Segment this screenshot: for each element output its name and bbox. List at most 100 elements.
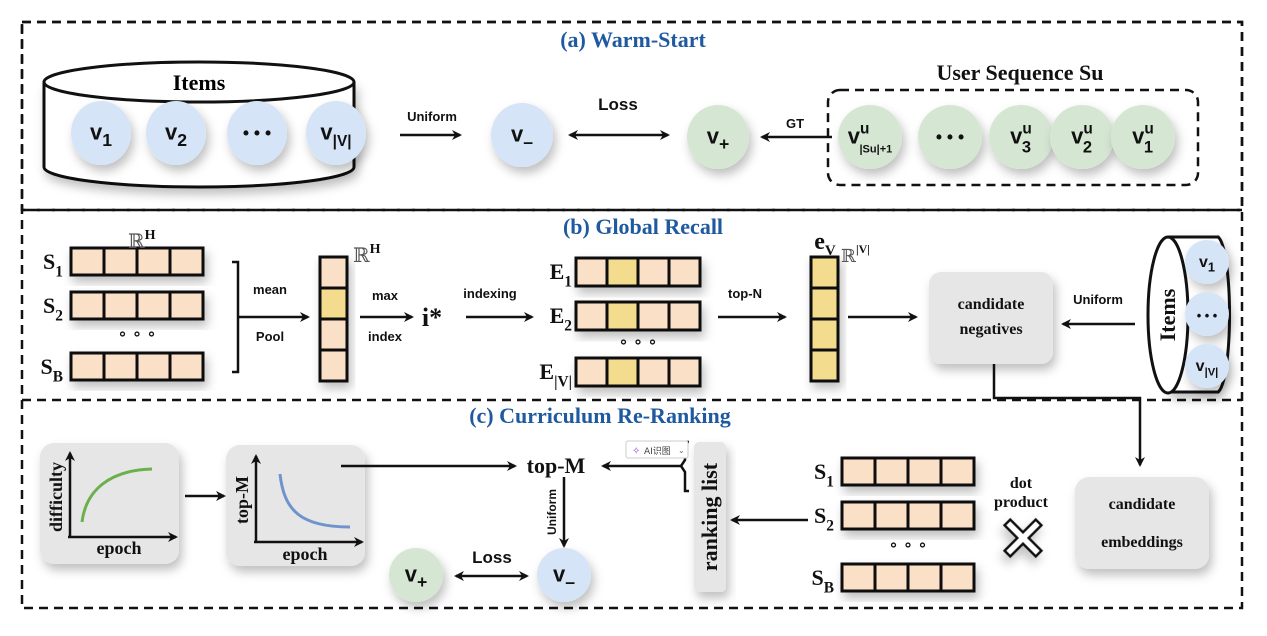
item-embedding-row bbox=[574, 256, 702, 288]
uniform-label-a: Uniform bbox=[407, 109, 457, 124]
item-node-label: v2 bbox=[165, 120, 187, 151]
sequence-row-label: S2 bbox=[43, 293, 63, 325]
rerank-sequence-row-cell bbox=[906, 500, 943, 531]
rerank-row-label: S1 bbox=[814, 459, 834, 491]
sequence-embedding-row-cell bbox=[69, 351, 106, 382]
sequence-embedding-row-cell bbox=[168, 290, 205, 321]
item-embedding-row-cell bbox=[574, 356, 609, 388]
pooled-vector-cell bbox=[318, 255, 349, 290]
user-sequence-label: User Sequence Su bbox=[936, 60, 1103, 85]
recall-item-node-label: • • • bbox=[1197, 308, 1218, 323]
rerank-sequence-row-cell bbox=[873, 562, 910, 593]
sequence-ellipsis: ∘ ∘ ∘ bbox=[118, 326, 157, 343]
positive-node-c-label: v+ bbox=[405, 562, 428, 593]
svg-text:epoch: epoch bbox=[97, 538, 142, 558]
ai-recognize-tag[interactable]: ✧ AI识图 ⌄ bbox=[625, 440, 689, 459]
negative-node-c-label: v– bbox=[553, 562, 575, 593]
ev-vector-cell bbox=[809, 348, 840, 383]
candidate-embeddings-box: candidate embeddings bbox=[1075, 477, 1209, 569]
index-label: index bbox=[368, 329, 403, 344]
ev-label: eV bbox=[814, 229, 836, 259]
sequence-embedding-row-cell bbox=[102, 290, 139, 321]
recall-item-node-label: v1 bbox=[1199, 254, 1215, 275]
sequence-embedding-row-cell bbox=[168, 246, 205, 277]
svg-text:difficulty: difficulty bbox=[46, 462, 66, 532]
rerank-sequence-row-cell bbox=[840, 456, 877, 487]
sequence-embedding-row-cell bbox=[135, 351, 172, 382]
multiply-icon bbox=[1002, 517, 1044, 559]
sequence-embedding-row-cell bbox=[102, 246, 139, 277]
item-embedding-row-cell bbox=[667, 256, 702, 288]
pooled-vector-cell bbox=[318, 317, 349, 352]
uniform-label-b: Uniform bbox=[1073, 292, 1123, 307]
ev-vector bbox=[809, 255, 840, 383]
gt-label: GT bbox=[786, 116, 804, 131]
svg-text:top-M: top-M bbox=[232, 476, 252, 524]
item-node: • • • bbox=[227, 101, 287, 165]
topn-label: top-N bbox=[728, 286, 762, 301]
embedding-row-label: E2 bbox=[550, 303, 573, 335]
rerank-sequence-row-cell bbox=[840, 562, 877, 593]
svg-text:ranking list: ranking list bbox=[697, 462, 722, 571]
item-node-label: v|V| bbox=[320, 120, 351, 151]
svg-text:epoch: epoch bbox=[283, 544, 328, 564]
uniform-label-c: Uniform bbox=[545, 489, 559, 535]
item-embedding-row bbox=[574, 356, 702, 388]
rerank-sequence-row-cell bbox=[906, 562, 943, 593]
candidates-to-embeddings-connector bbox=[992, 364, 1145, 467]
negative-node-label: v– bbox=[511, 122, 533, 153]
user-sequence-node: • • • bbox=[918, 105, 982, 169]
svg-text:candidate: candidate bbox=[958, 296, 1025, 313]
rerank-ellipsis: ∘ ∘ ∘ bbox=[889, 537, 928, 554]
pool-label: Pool bbox=[256, 329, 284, 344]
item-node: v1 bbox=[71, 101, 131, 165]
item-embedding-row-cell bbox=[667, 356, 702, 388]
rerank-sequence-row-cell bbox=[939, 562, 976, 593]
pool-bracket bbox=[232, 260, 240, 374]
svg-text:⌄: ⌄ bbox=[678, 446, 685, 455]
mean-label: mean bbox=[253, 282, 287, 297]
recall-item-node: v|V| bbox=[1185, 344, 1229, 388]
istar-label: i* bbox=[422, 303, 442, 332]
rerank-sequence-row-cell bbox=[873, 500, 910, 531]
item-embedding-row bbox=[574, 300, 702, 332]
topm-plot: top-M epoch bbox=[226, 445, 365, 566]
rerank-sequence-row bbox=[840, 562, 976, 593]
item-node: v|V| bbox=[306, 101, 366, 165]
section-a-title: (a) Warm-Start bbox=[560, 27, 706, 52]
embedding-ellipsis: ∘ ∘ ∘ bbox=[619, 334, 658, 351]
rerank-sequence-row-cell bbox=[873, 456, 910, 487]
ev-vector-cell bbox=[809, 317, 840, 352]
positive-node: v+ bbox=[687, 105, 749, 169]
loss-label-a: Loss bbox=[598, 95, 638, 114]
topm-label: top-M bbox=[527, 453, 586, 478]
indexing-label: indexing bbox=[463, 286, 517, 301]
difficulty-plot: difficulty epoch bbox=[40, 443, 179, 564]
positive-node-c: v+ bbox=[389, 548, 443, 602]
recall-item-node: • • • bbox=[1185, 292, 1229, 336]
user-sequence-node: vu|Su|+1 bbox=[838, 105, 902, 169]
rerank-sequence-row-cell bbox=[840, 500, 877, 531]
ranking-list-box: ranking list bbox=[694, 442, 726, 592]
user-sequence-frame bbox=[826, 88, 1200, 187]
negative-node-c: v– bbox=[537, 548, 591, 602]
sequence-embedding-row-cell bbox=[168, 351, 205, 382]
sequence-row-label: SB bbox=[40, 354, 63, 386]
space-label-pooled: ℝH bbox=[353, 242, 381, 267]
loss-label-c: Loss bbox=[472, 548, 512, 567]
user-sequence-node-label: • • • bbox=[936, 127, 964, 147]
sequence-embedding-row-cell bbox=[102, 351, 139, 382]
negative-node: v– bbox=[491, 103, 553, 167]
svg-text:✧: ✧ bbox=[632, 446, 640, 457]
item-embedding-row-cell bbox=[636, 256, 671, 288]
item-embedding-row-cell bbox=[636, 356, 671, 388]
ev-vector-cell bbox=[809, 255, 840, 290]
item-embedding-row-cell bbox=[574, 256, 609, 288]
